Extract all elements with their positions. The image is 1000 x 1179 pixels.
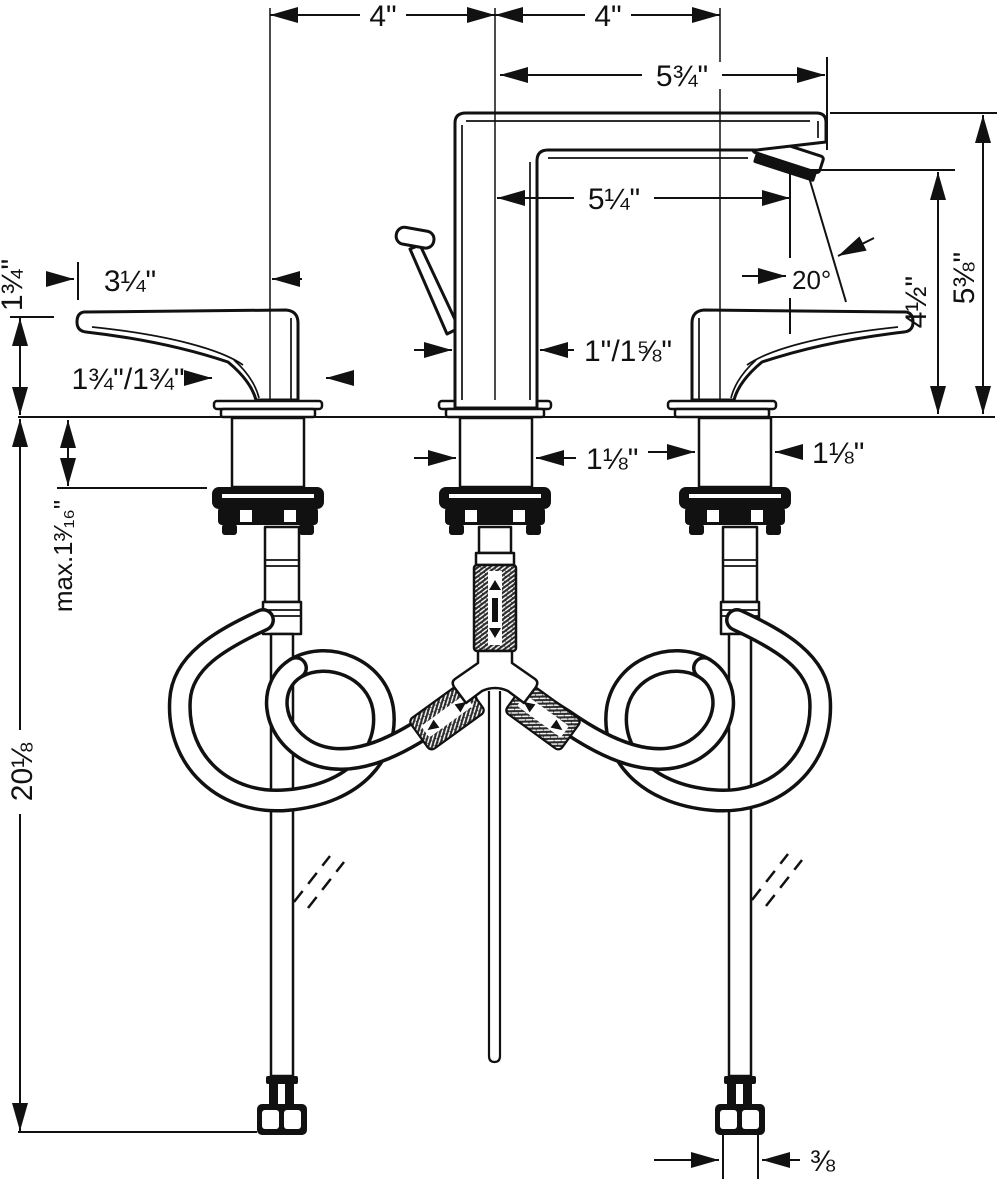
- pipe-break-marks: [293, 853, 803, 909]
- dim-label-counter-max: max.1³⁄₁₆": [48, 500, 78, 612]
- spout-tailpiece: [477, 525, 513, 555]
- y-connector: [451, 649, 539, 705]
- dim-label-shank-center: 1⅛": [586, 443, 638, 476]
- check-valve-collar: [474, 551, 516, 567]
- lock-arrow-glyph: [489, 628, 501, 638]
- spout-locknut: [445, 507, 545, 525]
- dim-label-aerator-height: 4½": [900, 276, 933, 328]
- dim-label-spout-angle: 20°: [792, 265, 831, 295]
- left-shank: [230, 416, 306, 489]
- right-shank: [697, 416, 773, 489]
- spout-supply-pipe: [487, 691, 502, 1064]
- dim-label-handle-base: 1¾"/1¾": [71, 363, 184, 396]
- dim-label-left-span: 4": [369, 0, 396, 33]
- dim-label-handle-length: 3¼": [104, 265, 156, 298]
- spout-body: [453, 111, 828, 410]
- right-tailpiece: [721, 525, 759, 604]
- angle-reference-line: [807, 173, 847, 303]
- dim-label-spout-reach: 5¼": [588, 183, 640, 216]
- left-handle: [75, 308, 300, 402]
- spout-shank: [458, 416, 534, 489]
- left-outlet-hose: [167, 608, 478, 813]
- left-tailpiece: [263, 525, 301, 604]
- left-valve-underdeck: [212, 416, 324, 1078]
- dim-label-spout-height: 5⅜": [948, 252, 981, 304]
- dim-label-supply-length: 20⅛: [6, 742, 39, 801]
- left-locknut: [218, 507, 318, 525]
- dim-label-connector-size: ⅜: [810, 1145, 836, 1178]
- right-supply-connector: [715, 1076, 765, 1179]
- dim-label-handle-height: 1¾": [0, 259, 29, 311]
- spout-underdeck: [439, 416, 551, 653]
- label-backgrounds: [8, 2, 722, 814]
- right-outlet-hose: [522, 608, 833, 813]
- dim-label-right-span: 4": [594, 0, 621, 33]
- dim-label-spout-base: 1"/1⅝": [584, 335, 672, 368]
- left-supply-connector: [257, 1076, 307, 1135]
- open-arrow-glyph: [489, 580, 501, 590]
- dim-label-spout-length: 5¾": [656, 60, 708, 93]
- popup-rod-lever: [394, 225, 461, 336]
- right-locknut: [685, 507, 785, 525]
- dim-label-shank-right: 1⅛": [812, 437, 864, 470]
- right-handle: [690, 308, 915, 402]
